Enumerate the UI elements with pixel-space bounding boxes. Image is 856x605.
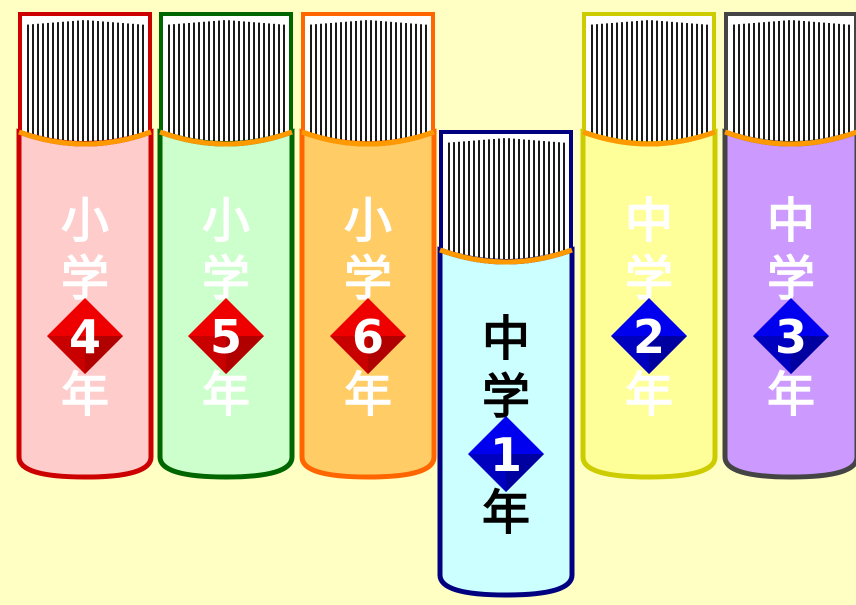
page-lines [591,20,708,146]
book-rim [18,129,152,147]
page-lines [448,138,565,264]
diamond-icon [188,298,264,374]
diamond-icon [47,298,123,374]
grade-number: 3 [774,310,807,364]
label-char-2: 学 [624,251,673,307]
label-char-1: 小 [343,193,392,249]
label-char-2: 学 [343,251,392,307]
grade-badge: 4 [45,298,125,374]
grade-badge: 5 [186,298,266,374]
grade-number: 4 [68,310,101,364]
page-lines [733,20,850,146]
page-block [439,130,573,263]
diamond-icon [468,416,544,492]
diamond-icon [611,298,687,374]
label-char-2: 学 [201,251,250,307]
label-char-1: 中 [624,193,673,249]
label-char-2: 学 [766,251,815,307]
label-char-1: 中 [481,311,530,367]
label-char-2: 学 [60,251,109,307]
page-lines [27,20,144,146]
book-rim [582,129,716,147]
book-rim [159,129,293,147]
page-lines [310,20,427,146]
page-block [18,12,152,145]
grade-number: 6 [351,310,384,364]
label-char-3: 年 [766,367,815,423]
label-char-1: 小 [201,193,250,249]
book-rim [301,129,435,147]
grade-badge: 3 [751,298,831,374]
grade-number: 2 [632,310,665,364]
book-rim [724,129,856,147]
grade-badge: 6 [328,298,408,374]
label-char-3: 年 [481,485,530,541]
label-char-3: 年 [343,367,392,423]
label-char-3: 年 [624,367,673,423]
diamond-icon [753,298,829,374]
label-char-3: 年 [201,367,250,423]
grade-badge: 1 [466,416,546,492]
page-block [724,12,856,145]
label-char-1: 中 [766,193,815,249]
grade-badge: 2 [609,298,689,374]
book-rim [439,247,573,265]
grade-number: 1 [489,428,522,482]
label-char-1: 小 [60,193,109,249]
page-block [301,12,435,145]
label-char-2: 学 [481,369,530,425]
label-char-3: 年 [60,367,109,423]
diamond-icon [330,298,406,374]
page-lines [168,20,285,146]
grade-number: 5 [209,310,242,364]
page-block [159,12,293,145]
page-block [582,12,716,145]
